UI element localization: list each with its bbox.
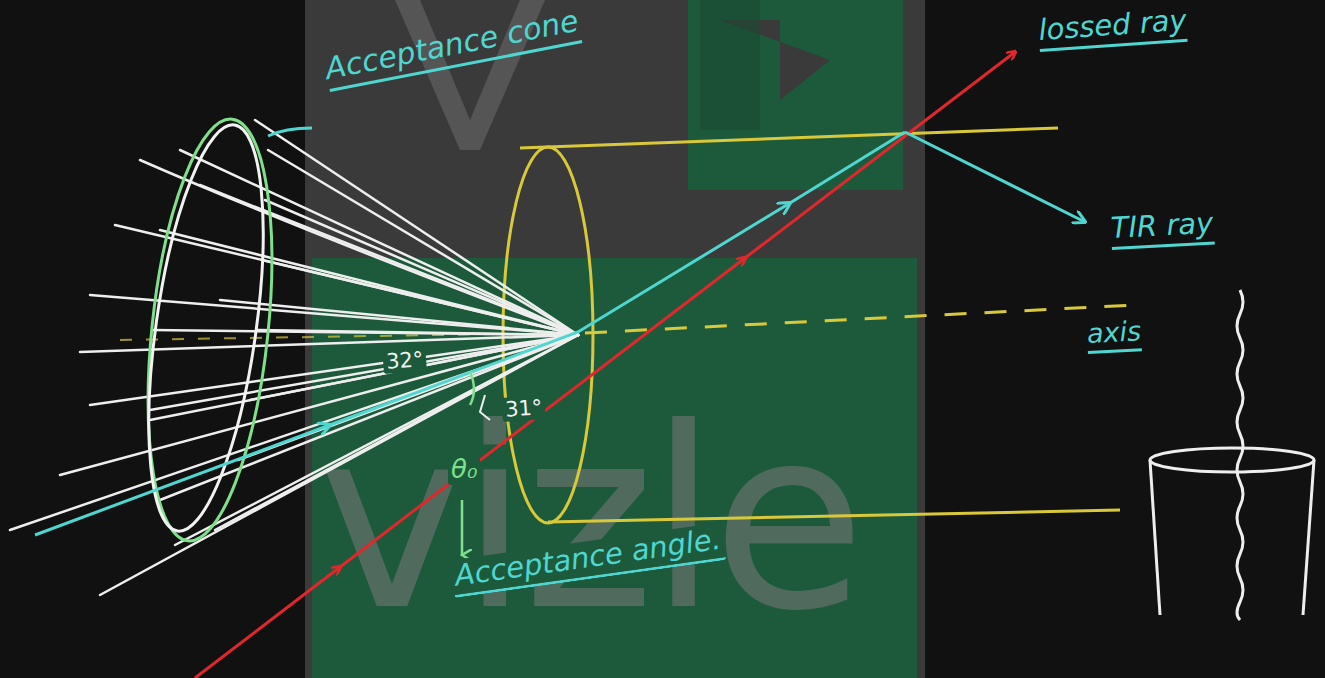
pointer-arrow bbox=[461, 500, 464, 555]
angle-value: 32° bbox=[382, 347, 427, 374]
lossed-ray bbox=[745, 52, 1015, 258]
fiber-core bbox=[503, 128, 1120, 523]
lossed-ray bbox=[195, 567, 340, 678]
watermark-panel bbox=[305, 0, 925, 678]
angle-label: Acceptance angle. bbox=[450, 522, 727, 598]
ray-label: TIR ray bbox=[1110, 207, 1214, 251]
tir-pointer bbox=[905, 132, 1085, 222]
leader-line bbox=[268, 128, 312, 136]
ray-label: lossed ray bbox=[1037, 4, 1188, 53]
acceptance-cone-rim bbox=[128, 113, 290, 547]
angle-symbol: θ₀ bbox=[448, 455, 480, 485]
cone-label: Acceptance cone bbox=[322, 4, 582, 92]
tir-ray bbox=[330, 203, 790, 425]
cone-rays bbox=[10, 120, 578, 595]
cup-sketch bbox=[1150, 290, 1314, 620]
angle-value: 31° bbox=[501, 395, 546, 422]
angle-mark bbox=[480, 395, 490, 420]
axis-label: axis bbox=[1086, 315, 1142, 354]
lossed-ray bbox=[340, 258, 745, 567]
watermark-logo-part bbox=[700, 0, 760, 130]
tir-ray bbox=[790, 132, 905, 203]
angle-arc bbox=[470, 372, 474, 405]
tir-ray bbox=[35, 425, 330, 535]
